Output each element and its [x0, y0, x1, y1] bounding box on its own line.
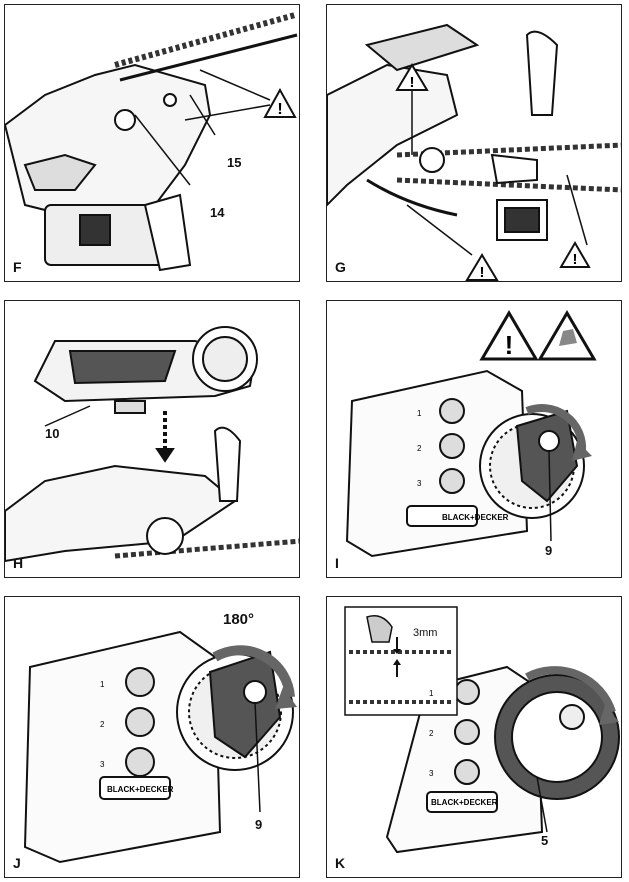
- panel-letter: J: [13, 855, 21, 871]
- rotate-arrow-icon: [212, 645, 297, 709]
- callout-14: 14: [210, 205, 225, 220]
- figure-panel-i: ! BLACK+DECKER 1 2 3 9 I: [326, 300, 622, 578]
- callout-9: 9: [545, 543, 553, 558]
- step-number: 2: [429, 729, 434, 738]
- brand-label: BLACK+DECKER: [107, 785, 174, 794]
- chain-tension-illustration: ! ! !: [327, 23, 621, 281]
- sharpener-mount-illustration: [5, 326, 299, 563]
- callout-9: 9: [255, 817, 263, 832]
- callout-15: 15: [227, 155, 242, 170]
- step-number: 3: [100, 760, 105, 769]
- wear-gloves-icon: [537, 310, 597, 361]
- rotation-label: 180°: [223, 611, 255, 628]
- sharpener-wheel-illustration: BLACK+DECKER 1 2 3: [344, 606, 620, 854]
- sharpener-dial-rotate-illustration: BLACK+DECKER 1 2 3: [23, 630, 297, 864]
- svg-text:!: !: [573, 251, 578, 268]
- chainsaw-top-illustration: !: [5, 12, 298, 272]
- figure-panel-g: ! ! ! G: [326, 4, 622, 282]
- rotate-arrow-icon: [525, 666, 619, 725]
- step-number: 1: [100, 680, 105, 689]
- figure-panel-k: BLACK+DECKER 1 2 3 3mm 5 K: [326, 596, 622, 878]
- step-number: 2: [100, 720, 105, 729]
- rotate-arrow-icon: [525, 404, 592, 461]
- step-number: 2: [417, 444, 422, 453]
- step-number: 1: [417, 409, 422, 418]
- callout-5: 5: [541, 833, 549, 848]
- panel-letter: G: [335, 259, 346, 275]
- sharpener-dial-illustration: ! BLACK+DECKER 1 2 3: [345, 310, 597, 558]
- svg-text:!: !: [410, 74, 415, 91]
- figure-panel-j: BLACK+DECKER 1 2 3 180° 9 J: [4, 596, 300, 878]
- inset-measure-label: 3mm: [413, 627, 438, 639]
- callout-10: 10: [45, 426, 60, 441]
- panel-letter: H: [13, 555, 24, 571]
- svg-text:!: !: [277, 101, 282, 118]
- panel-letter: I: [335, 555, 339, 571]
- warning-triangle-icon: !: [263, 87, 297, 118]
- brand-label: BLACK+DECKER: [442, 513, 509, 522]
- svg-text:!: !: [480, 264, 485, 281]
- step-number: 3: [417, 479, 422, 488]
- panel-letter: K: [335, 855, 346, 871]
- step-number: 1: [429, 689, 434, 698]
- figure-panel-h: 10 H: [4, 300, 300, 578]
- step-number: 3: [429, 769, 434, 778]
- panel-letter: F: [13, 259, 22, 275]
- figure-panel-f: ! 15 14 F: [4, 4, 300, 282]
- svg-text:!: !: [505, 330, 514, 360]
- warning-triangle-icon: ! ! !: [395, 63, 591, 281]
- inset-box: [344, 606, 458, 716]
- warning-triangle-icon: !: [479, 310, 539, 361]
- brand-label: BLACK+DECKER: [431, 798, 498, 807]
